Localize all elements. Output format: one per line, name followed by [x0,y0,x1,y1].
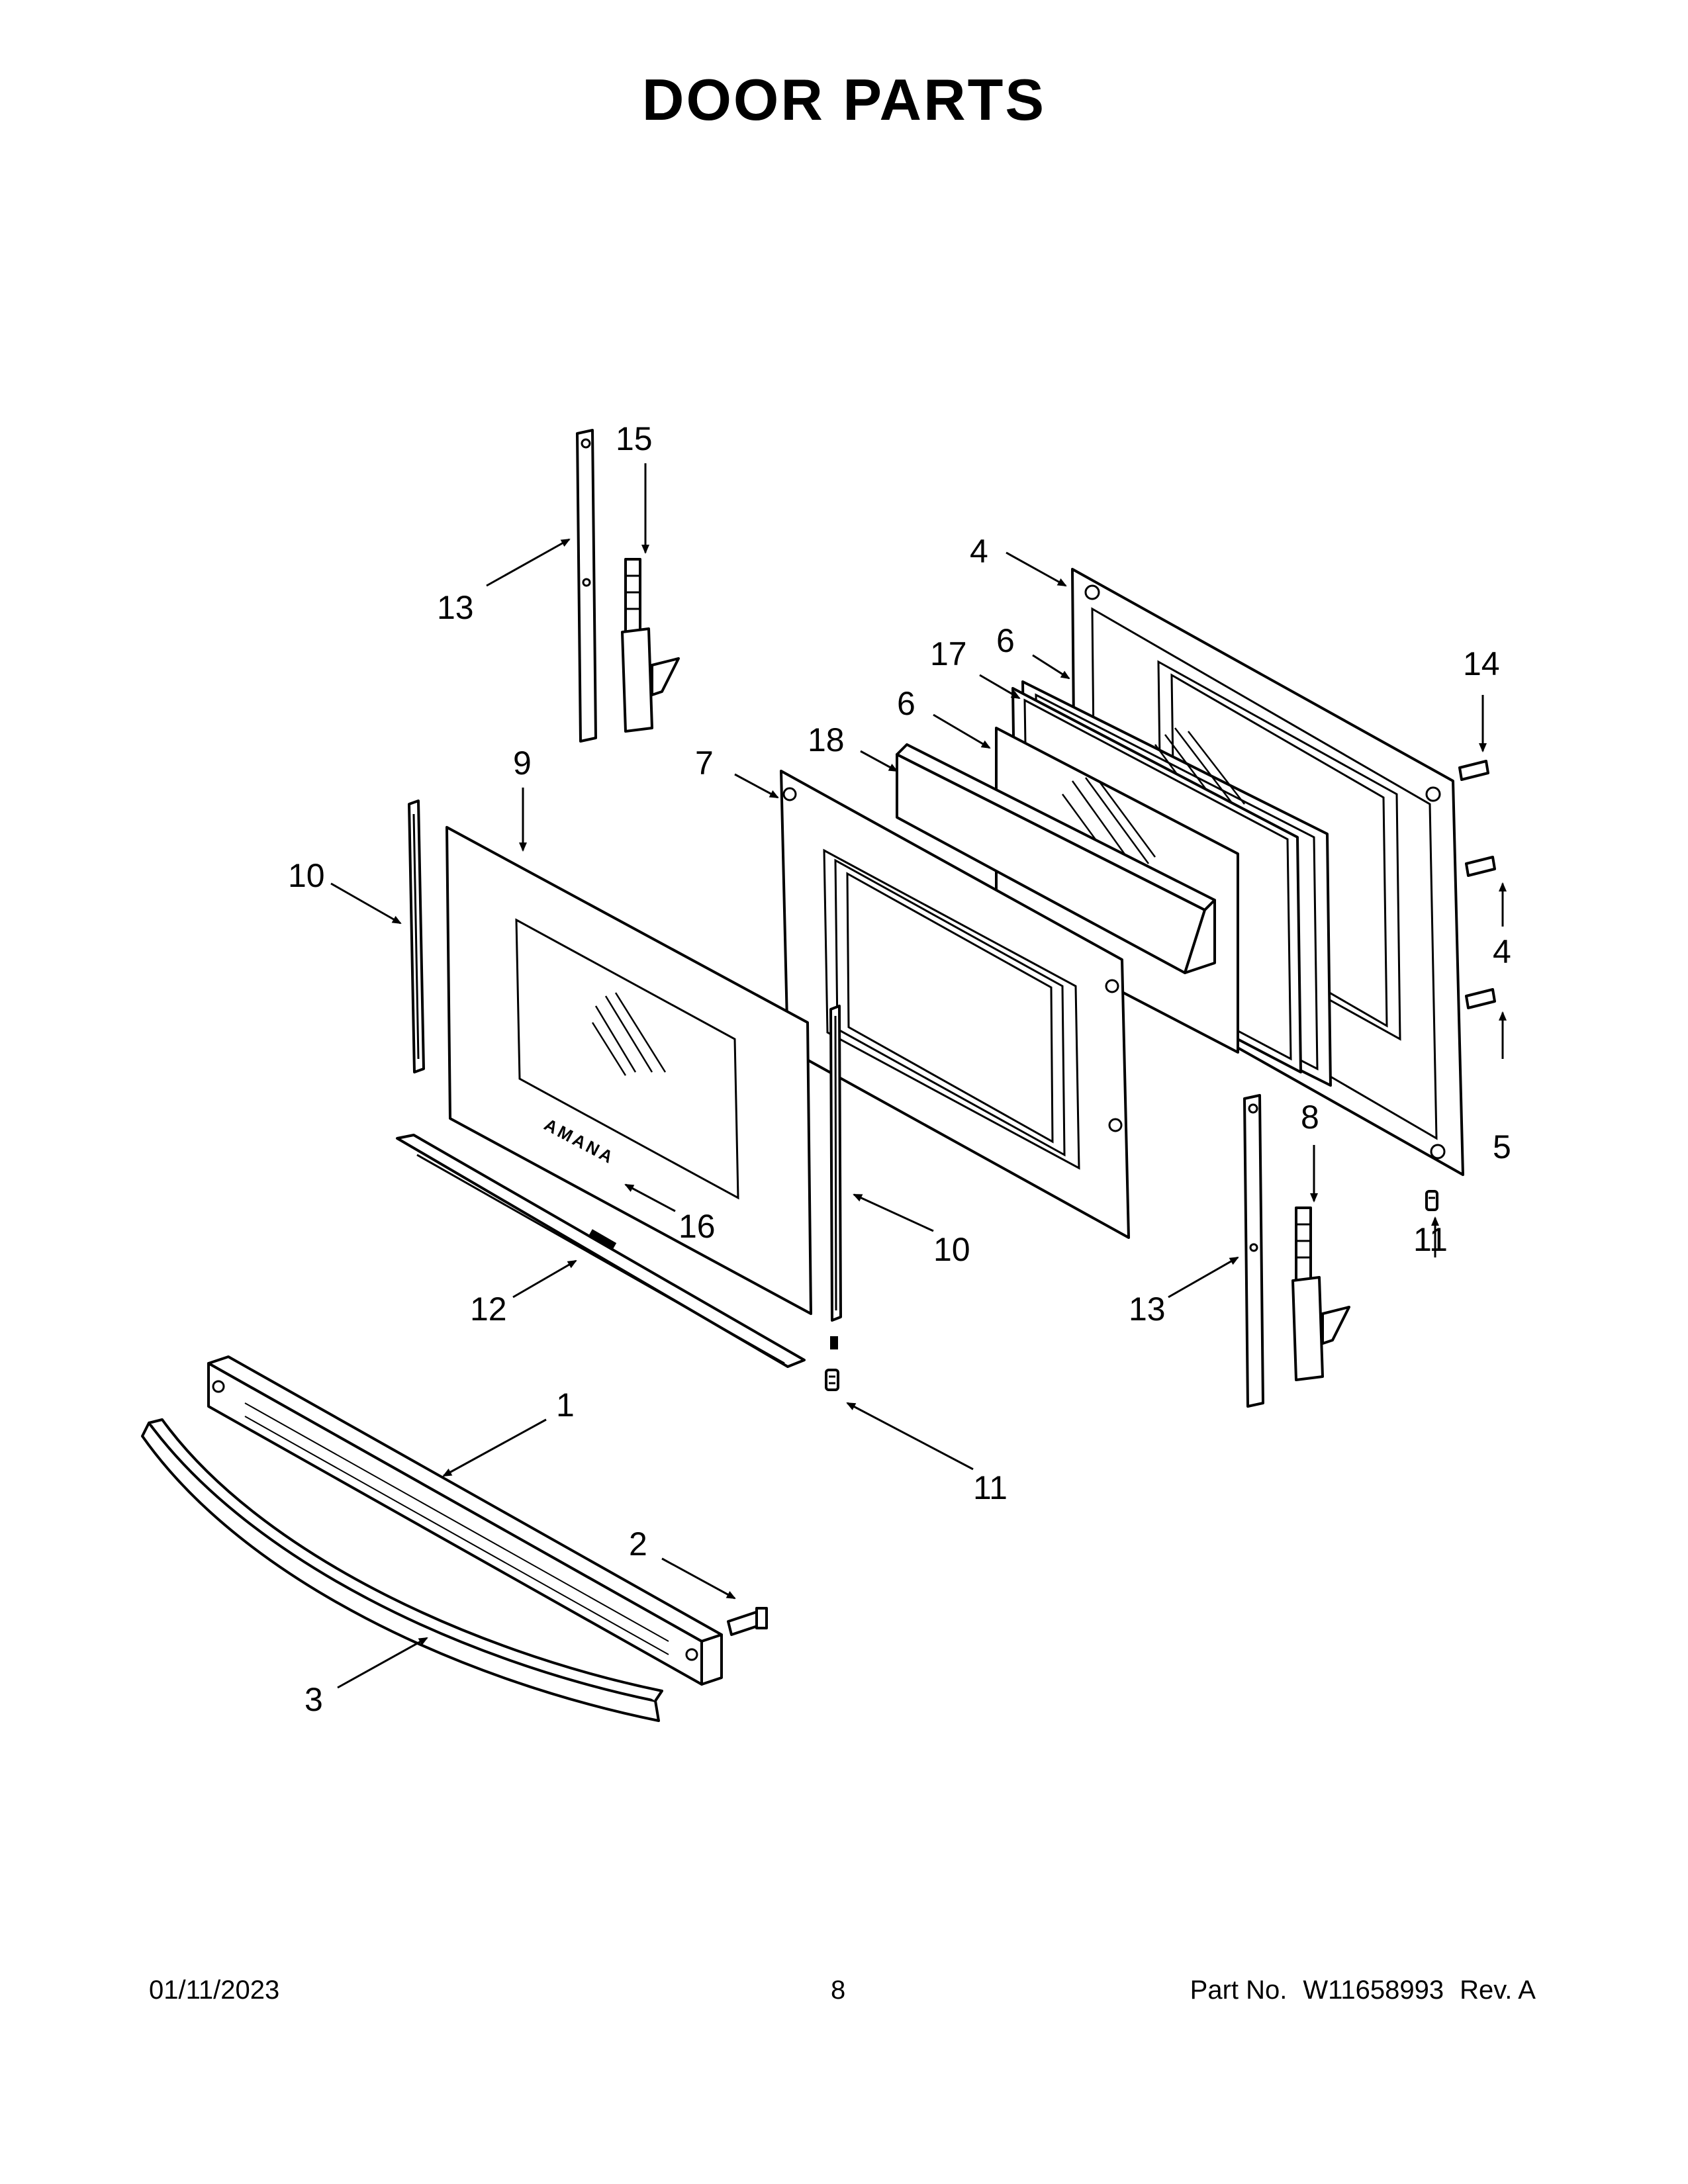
callout-18: 18 [808,721,845,758]
callout-15: 15 [616,420,653,457]
leader-2 [661,1557,736,1600]
page-title: DOOR PARTS [641,67,1047,132]
callout-11b: 11 [1413,1221,1448,1258]
leader-10a [330,882,402,925]
part-18-insulation [896,743,1216,974]
leader-4a [1006,551,1067,587]
leader-6b [933,713,991,749]
revision: Rev. A [1460,1976,1536,2005]
callout-6a: 6 [996,622,1015,659]
leader-7 [734,773,779,799]
callout-11a: 11 [973,1469,1008,1506]
callout-1: 1 [556,1387,575,1424]
part-10-right-side-trim [829,1005,842,1349]
part-7-door-frame [780,770,1130,1239]
leader-18 [860,750,898,772]
footer-date: 01/11/2023 [149,1976,280,2005]
leader-17 [979,674,1021,700]
callout-9: 9 [513,745,532,782]
part-1-vent-trim [207,1355,723,1686]
callout-5: 5 [1493,1128,1511,1165]
part-number-label: Part No. [1190,1976,1288,2005]
callout-4b: 4 [1493,933,1511,970]
part-14-screw [1458,760,1489,781]
leader-11a [846,1402,974,1471]
callout-8: 8 [1301,1099,1319,1136]
callout-numbers: 15 13 4 17 6 6 18 7 9 10 14 4 5 8 11 16 … [288,420,1511,1718]
part-11-screw-right [1425,1190,1438,1211]
part-8-hinge [1291,1206,1350,1381]
part-15-hinge [621,558,680,733]
callout-17: 17 [930,635,967,672]
leader-13a [486,538,571,587]
leader-6a [1032,654,1070,680]
leader-10b [853,1193,934,1232]
callout-3: 3 [305,1681,323,1718]
callout-16: 16 [679,1208,716,1245]
part-3-door-handle [141,1418,663,1722]
part-number-value: W11658993 [1303,1976,1444,2005]
callout-2: 2 [629,1525,647,1563]
callout-12: 12 [470,1291,507,1328]
callout-10b: 10 [933,1231,970,1268]
footer-page-number: 8 [831,1976,846,2005]
callout-13b: 13 [1129,1291,1166,1328]
part-2-screw [727,1607,768,1636]
leader-1 [442,1418,547,1477]
part-11-screw-left [825,1369,839,1391]
part-13-hinge-receptacle-left [576,429,597,743]
leader-lines [330,463,1507,1689]
leader-16 [624,1183,676,1212]
part-9-outer-door-glass: AMANA [445,826,812,1315]
part-10-left-side-trim [408,799,425,1073]
part-13-hinge-receptacle-right [1243,1094,1264,1408]
part-5-screw [1465,988,1496,1009]
callout-14: 14 [1463,645,1500,682]
leader-3 [337,1637,428,1689]
part-12-bottom-trim [396,1134,806,1368]
part-4-screw [1465,856,1496,877]
callout-4a: 4 [970,533,988,570]
callout-7: 7 [695,745,714,782]
leader-12 [512,1259,577,1298]
leader-13b [1168,1256,1239,1298]
callout-13a: 13 [437,589,474,626]
callout-10a: 10 [288,857,325,894]
callout-6b: 6 [897,685,915,722]
footer-part-number: Part No. W11658993 Rev. A [1174,1976,1536,2005]
